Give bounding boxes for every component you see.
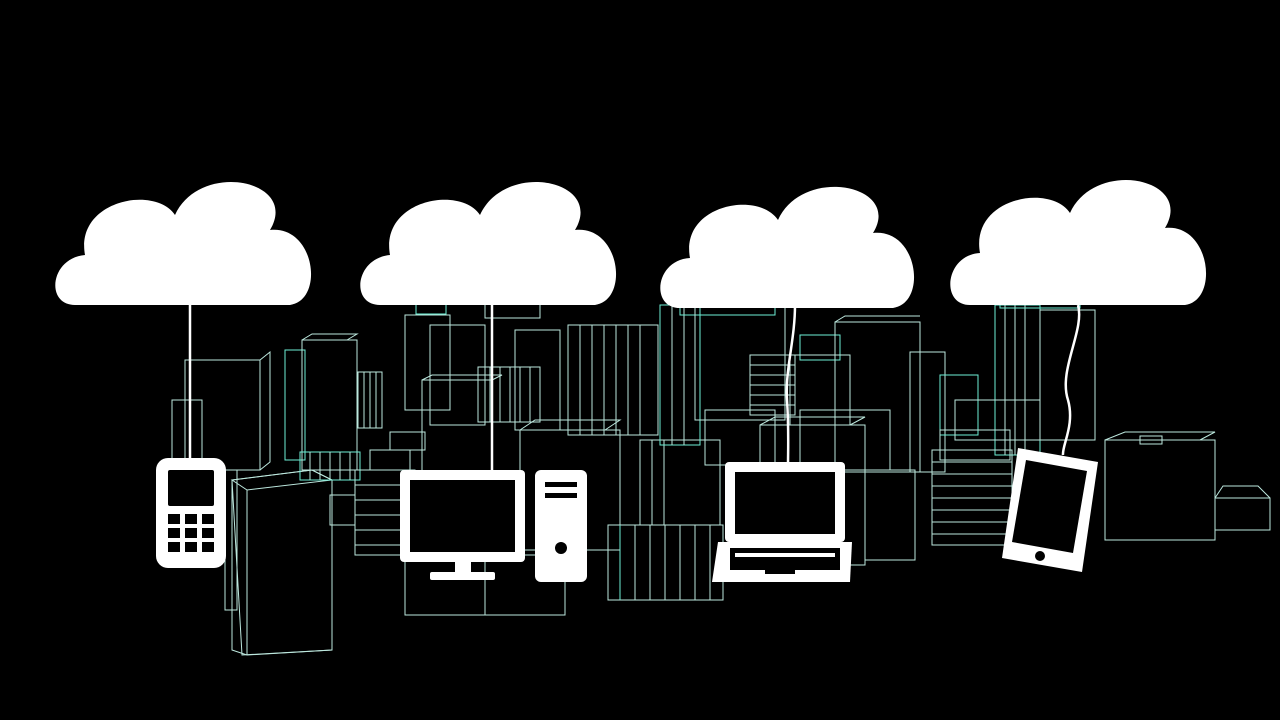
cloud-icon bbox=[660, 186, 915, 308]
desktop-computer bbox=[400, 470, 587, 582]
wireframe-city-icon bbox=[171, 242, 1271, 656]
cloud-icon bbox=[950, 180, 1207, 305]
cloud-4 bbox=[950, 180, 1207, 305]
cloud-1 bbox=[55, 182, 312, 305]
tablet-icon bbox=[1002, 448, 1098, 572]
cloud-3 bbox=[660, 186, 915, 308]
laptop bbox=[712, 462, 852, 582]
tablet bbox=[1002, 448, 1098, 572]
cloud-icon bbox=[360, 182, 617, 305]
connection-wires bbox=[188, 300, 1081, 478]
laptop-icon bbox=[712, 462, 852, 582]
desktop-computer-icon bbox=[400, 470, 587, 582]
cloud-icon bbox=[55, 182, 312, 305]
mobile-phone-icon bbox=[156, 458, 226, 568]
cloud-2 bbox=[360, 182, 617, 305]
mobile-phone bbox=[156, 458, 226, 568]
